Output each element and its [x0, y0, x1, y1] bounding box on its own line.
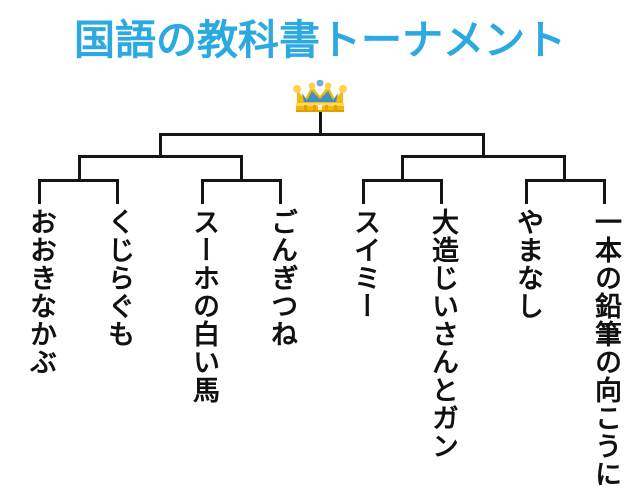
quarterfinal-stub-1 — [38, 179, 41, 204]
quarterfinal-stub-3 — [201, 179, 204, 204]
quarterfinal-connector-2 — [201, 179, 282, 182]
page-title: 国語の教科書トーナメント — [74, 17, 566, 63]
final-drop-left — [159, 133, 162, 158]
bracket-entry-1[interactable]: おおきなかぶ — [26, 208, 56, 376]
quarterfinal-stub-8 — [603, 179, 606, 204]
bracket-entry-8[interactable]: 一本の鉛筆の向こうに — [591, 208, 621, 488]
quarterfinal-stub-5 — [362, 179, 365, 204]
bracket-entry-6[interactable]: 大造じいさんとガン — [428, 208, 458, 460]
bracket-entry-7[interactable]: やまなし — [513, 208, 543, 320]
semifinal-drop-left-a — [78, 155, 81, 181]
quarterfinal-connector-1 — [38, 179, 119, 182]
crown-icon — [292, 80, 348, 114]
final-stem — [319, 112, 322, 136]
bracket-entry-3[interactable]: スーホの白い馬 — [189, 208, 219, 404]
semifinal-drop-right-a — [401, 155, 404, 181]
quarterfinal-stub-2 — [116, 179, 119, 204]
quarterfinal-stub-6 — [440, 179, 443, 204]
bracket-entry-5[interactable]: スイミー — [350, 208, 380, 320]
final-connector — [159, 133, 485, 136]
bracket-entry-2[interactable]: くじらぐも — [104, 208, 134, 348]
semifinal-drop-left-b — [240, 155, 243, 181]
semifinal-connector-right — [401, 155, 566, 158]
quarterfinal-stub-7 — [525, 179, 528, 204]
quarterfinal-stub-4 — [279, 179, 282, 204]
semifinal-drop-right-b — [563, 155, 566, 181]
final-drop-right — [482, 133, 485, 158]
quarterfinal-connector-3 — [362, 179, 443, 182]
bracket-entry-4[interactable]: ごんぎつね — [267, 208, 297, 348]
quarterfinal-connector-4 — [525, 179, 606, 182]
semifinal-connector-left — [78, 155, 243, 158]
